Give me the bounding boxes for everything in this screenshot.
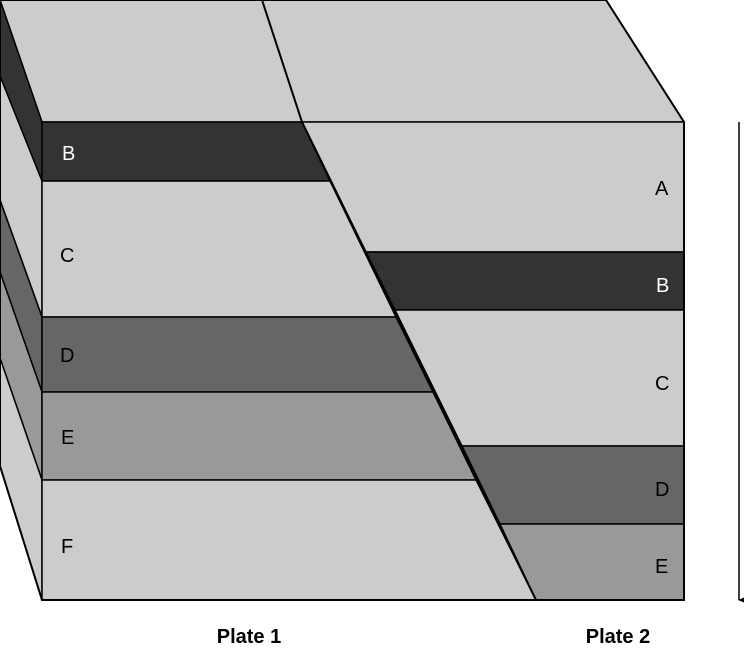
fault-line <box>261 0 537 601</box>
plate2-layer-b <box>364 251 685 311</box>
plate2-label-a: A <box>655 178 669 200</box>
plate1-title: Plate 1 <box>217 626 281 648</box>
plate1-label-c: C <box>60 245 74 267</box>
plate1-front-face <box>41 121 538 601</box>
plate2-label-c: C <box>655 373 669 395</box>
top-face-plate2 <box>261 0 686 123</box>
plate2-layer-d <box>460 445 685 525</box>
plate1-layer-e <box>41 391 478 481</box>
plate2-title: Plate 2 <box>586 626 650 648</box>
top-face <box>0 0 686 123</box>
plate1-label-d: D <box>60 345 74 367</box>
block-outline <box>0 0 685 601</box>
top-face-plate1 <box>0 0 304 123</box>
plate2-label-d: D <box>655 479 669 501</box>
plate1-label-f: F <box>61 536 73 558</box>
plate2-layer-a <box>300 121 685 253</box>
plate1-layer-labels: B C D E F <box>60 143 75 558</box>
plate1-layer-d <box>41 316 435 393</box>
plate1-label-b: B <box>62 143 75 165</box>
plate2-layer-labels: A B C D E <box>655 178 669 578</box>
plate2-front-face <box>300 121 685 601</box>
plate2-label-e: E <box>655 556 668 578</box>
plate1-label-e: E <box>61 427 74 449</box>
plate1-layer-b <box>41 121 332 182</box>
plate2-label-b: B <box>656 275 669 297</box>
plate1-layer-f <box>41 479 538 601</box>
left-side-face <box>0 0 43 601</box>
